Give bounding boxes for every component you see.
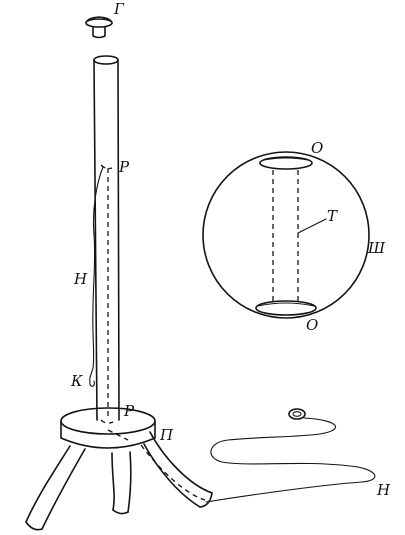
- label-sphere: Ш: [367, 239, 386, 257]
- legs: [25, 431, 213, 531]
- base: [60, 407, 156, 449]
- label-cap: Г: [113, 0, 125, 18]
- label-thread-on-rod: Н: [73, 270, 88, 288]
- label-rod-top-hole: Р: [118, 158, 130, 176]
- loose-thread: [205, 408, 376, 503]
- label-hook: К: [70, 372, 83, 390]
- label-sphere-tube: Т: [327, 207, 338, 225]
- cap: [85, 16, 113, 39]
- thread-on-rod: [89, 166, 104, 387]
- sphere: [202, 151, 370, 319]
- label-base-hole: П: [159, 426, 174, 444]
- label-sphere-bottom-hole: О: [306, 316, 318, 334]
- label-rod-bottom-hole: Р: [123, 402, 135, 420]
- rod: [93, 55, 120, 424]
- label-thread-end: Н: [376, 481, 391, 499]
- label-sphere-top-hole: О: [311, 139, 323, 157]
